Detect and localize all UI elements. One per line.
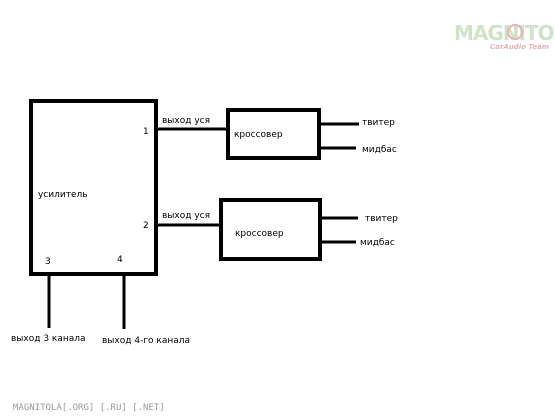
logo-ring-icon bbox=[507, 24, 523, 40]
amplifier-port-1: 1 bbox=[143, 127, 149, 137]
output-3-label: выход 3 канала bbox=[11, 334, 86, 344]
amplifier-box bbox=[29, 99, 158, 276]
footer-watermark: MAGNITOLA[.ORG] [.RU] [.NET] bbox=[13, 403, 165, 413]
crossover-1-label: кроссовер bbox=[234, 130, 283, 140]
amplifier-port-2: 2 bbox=[143, 221, 149, 231]
output-2-label: выход уся bbox=[162, 211, 210, 221]
crossover-1-midbass-label: мидбас bbox=[362, 145, 397, 155]
amplifier-label: усилитель bbox=[38, 190, 88, 200]
output-4-label: выход 4-го канала bbox=[102, 336, 190, 346]
crossover-2-box bbox=[219, 198, 322, 261]
amplifier-port-3: 3 bbox=[45, 257, 51, 267]
magnitola-logo: MAGNITOLA CarAudio Team bbox=[454, 21, 555, 51]
logo-title: MAGNITOLA bbox=[454, 21, 555, 45]
crossover-2-tweeter-label: твитер bbox=[365, 214, 398, 224]
amplifier-port-4: 4 bbox=[117, 255, 123, 265]
crossover-2-label: кроссовер bbox=[235, 229, 284, 239]
logo-subtitle: CarAudio Team bbox=[490, 43, 549, 51]
crossover-2-midbass-label: мидбас bbox=[360, 238, 395, 248]
output-1-label: выход уся bbox=[162, 116, 210, 126]
crossover-1-tweeter-label: твитер bbox=[362, 118, 395, 128]
crossover-1-box bbox=[226, 108, 321, 160]
